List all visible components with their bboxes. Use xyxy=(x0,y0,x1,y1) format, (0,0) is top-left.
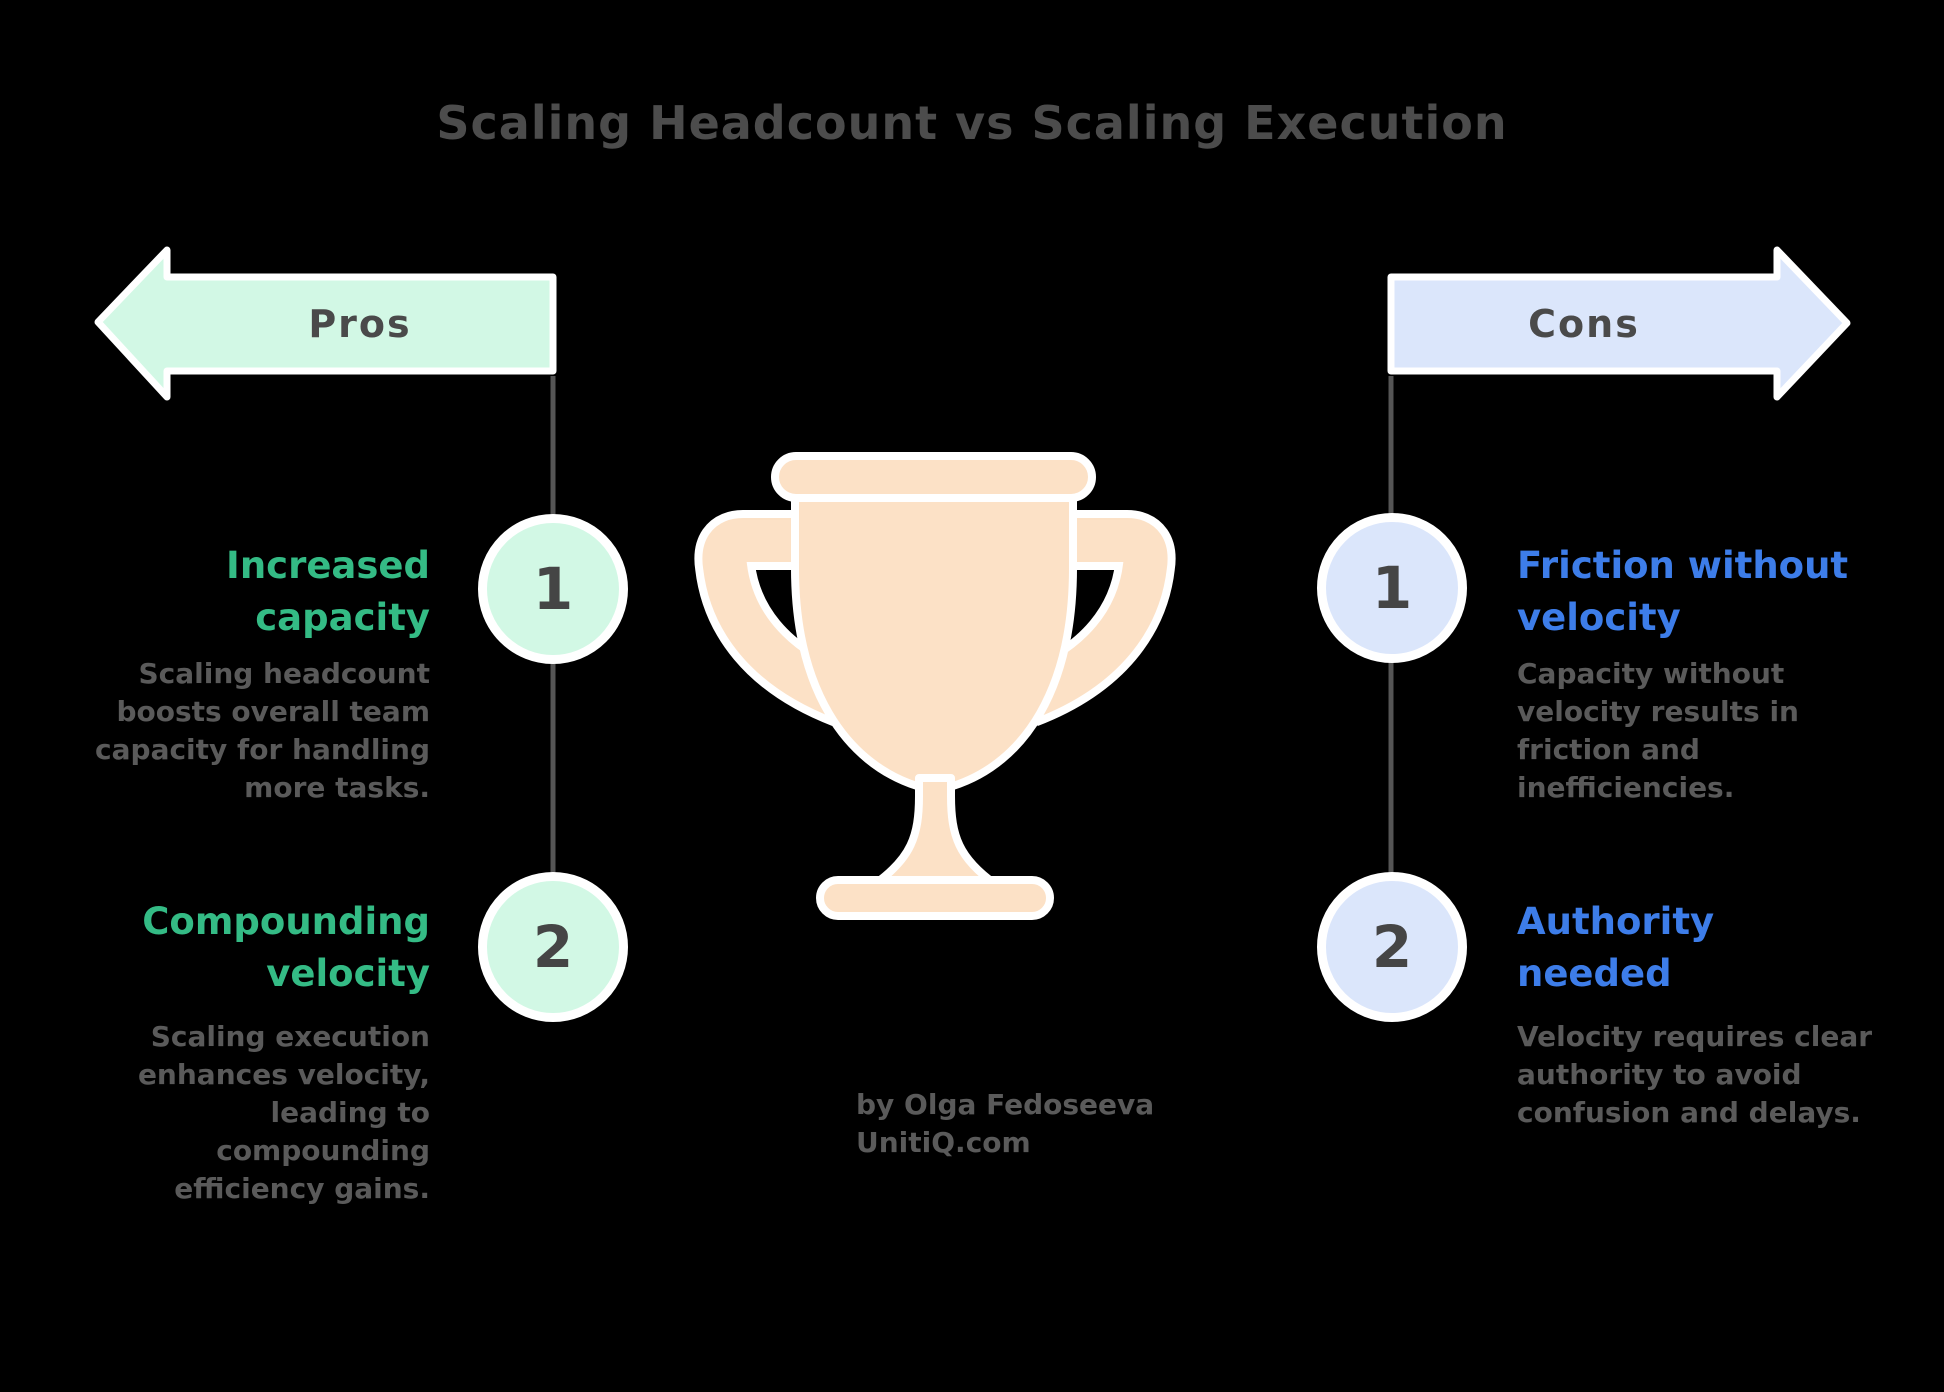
cons-item-2-body: Velocity requires clear authority to avo… xyxy=(1517,1020,1873,1129)
pros-item-2-number-badge: 2 xyxy=(478,872,628,1022)
pros-item-1-number-badge: 1 xyxy=(478,514,628,664)
trophy-base xyxy=(816,876,1054,920)
attribution-text: by Olga Fedoseeva UnitiQ.com xyxy=(856,1088,1155,1159)
pros-item-2-number: 2 xyxy=(532,913,574,981)
cons-arrow xyxy=(1387,246,1851,401)
cons-arrow-label: Cons xyxy=(1528,302,1640,346)
pros-item-2-body: Scaling execution enhances velocity, lea… xyxy=(137,1020,430,1205)
pros-item-2-heading: Compounding velocity xyxy=(142,900,430,995)
cons-item-2-number-badge: 2 xyxy=(1317,872,1467,1022)
cons-item-1-number-badge: 1 xyxy=(1317,513,1467,663)
cons-item-2-heading: Authority needed xyxy=(1517,900,1715,995)
cons-item-1-body: Capacity without velocity results in fri… xyxy=(1517,657,1799,804)
trophy-icon xyxy=(694,452,1176,920)
page-title: Scaling Headcount vs Scaling Execution xyxy=(436,96,1508,150)
trophy-right-handle xyxy=(1018,518,1168,719)
pros-arrow-label: Pros xyxy=(308,302,412,346)
cons-item-1-heading: Friction without velocity xyxy=(1517,544,1849,639)
pros-item-1-heading: Increased capacity xyxy=(226,544,430,639)
pros-item-1-number: 1 xyxy=(532,555,574,623)
cons-item-2-number: 2 xyxy=(1371,913,1413,981)
trophy-lip xyxy=(771,452,1096,502)
cons-item-1-number: 1 xyxy=(1371,554,1413,622)
trophy-left-handle xyxy=(702,518,852,719)
trophy-stem xyxy=(871,774,999,888)
trophy-cup xyxy=(791,494,1077,790)
pros-arrow xyxy=(94,246,557,401)
pros-item-1-body: Scaling headcount boosts overall team ca… xyxy=(95,657,430,804)
